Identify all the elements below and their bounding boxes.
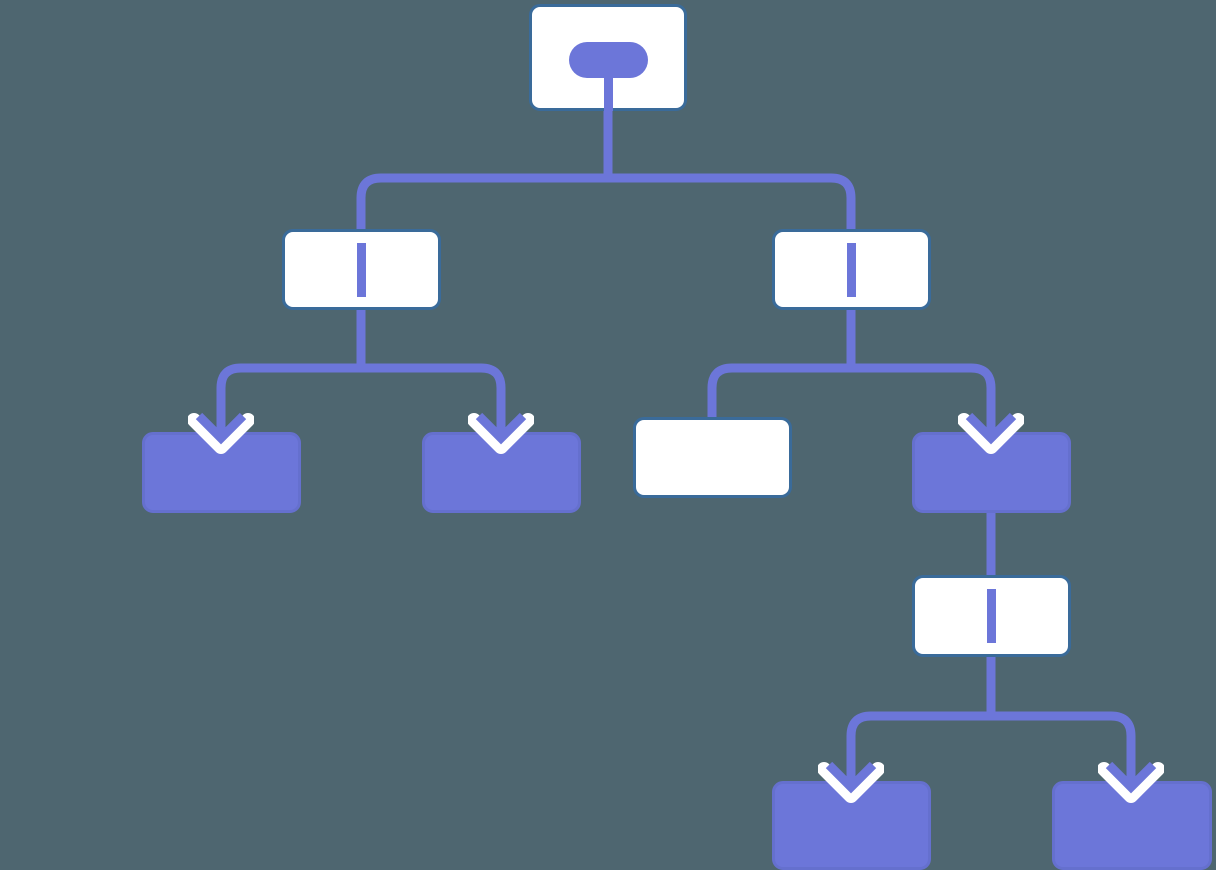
edge-n2-to-n6 (846, 310, 996, 428)
edge-n7-to-n8 (846, 657, 996, 777)
tree-node-n5[interactable] (633, 417, 792, 498)
node-through-line-icon (357, 243, 366, 297)
edge-n0-to-n1 (356, 111, 613, 229)
tree-node-n3[interactable] (142, 432, 301, 513)
tree-node-label (1055, 784, 1209, 867)
tree-node-n9[interactable] (1052, 781, 1212, 870)
edge-n0-to-n2 (603, 111, 856, 229)
tree-node-label (425, 435, 578, 510)
tree-node-n8[interactable] (772, 781, 931, 870)
tree-node-label (775, 784, 928, 867)
pill-stem-icon (604, 78, 613, 111)
tree-node-label (636, 420, 789, 495)
pill-handle-icon[interactable] (569, 42, 648, 78)
tree-node-n4[interactable] (422, 432, 581, 513)
edge-n7-to-n9 (986, 657, 1136, 777)
tree-node-label (915, 435, 1068, 510)
node-through-line-icon (847, 243, 856, 297)
tree-node-n6[interactable] (912, 432, 1071, 513)
edge-n2-to-n5 (707, 310, 856, 417)
tree-node-label (145, 435, 298, 510)
node-through-line-icon (987, 589, 996, 643)
edge-n1-to-n4 (356, 310, 506, 428)
edge-n1-to-n3 (216, 310, 366, 428)
